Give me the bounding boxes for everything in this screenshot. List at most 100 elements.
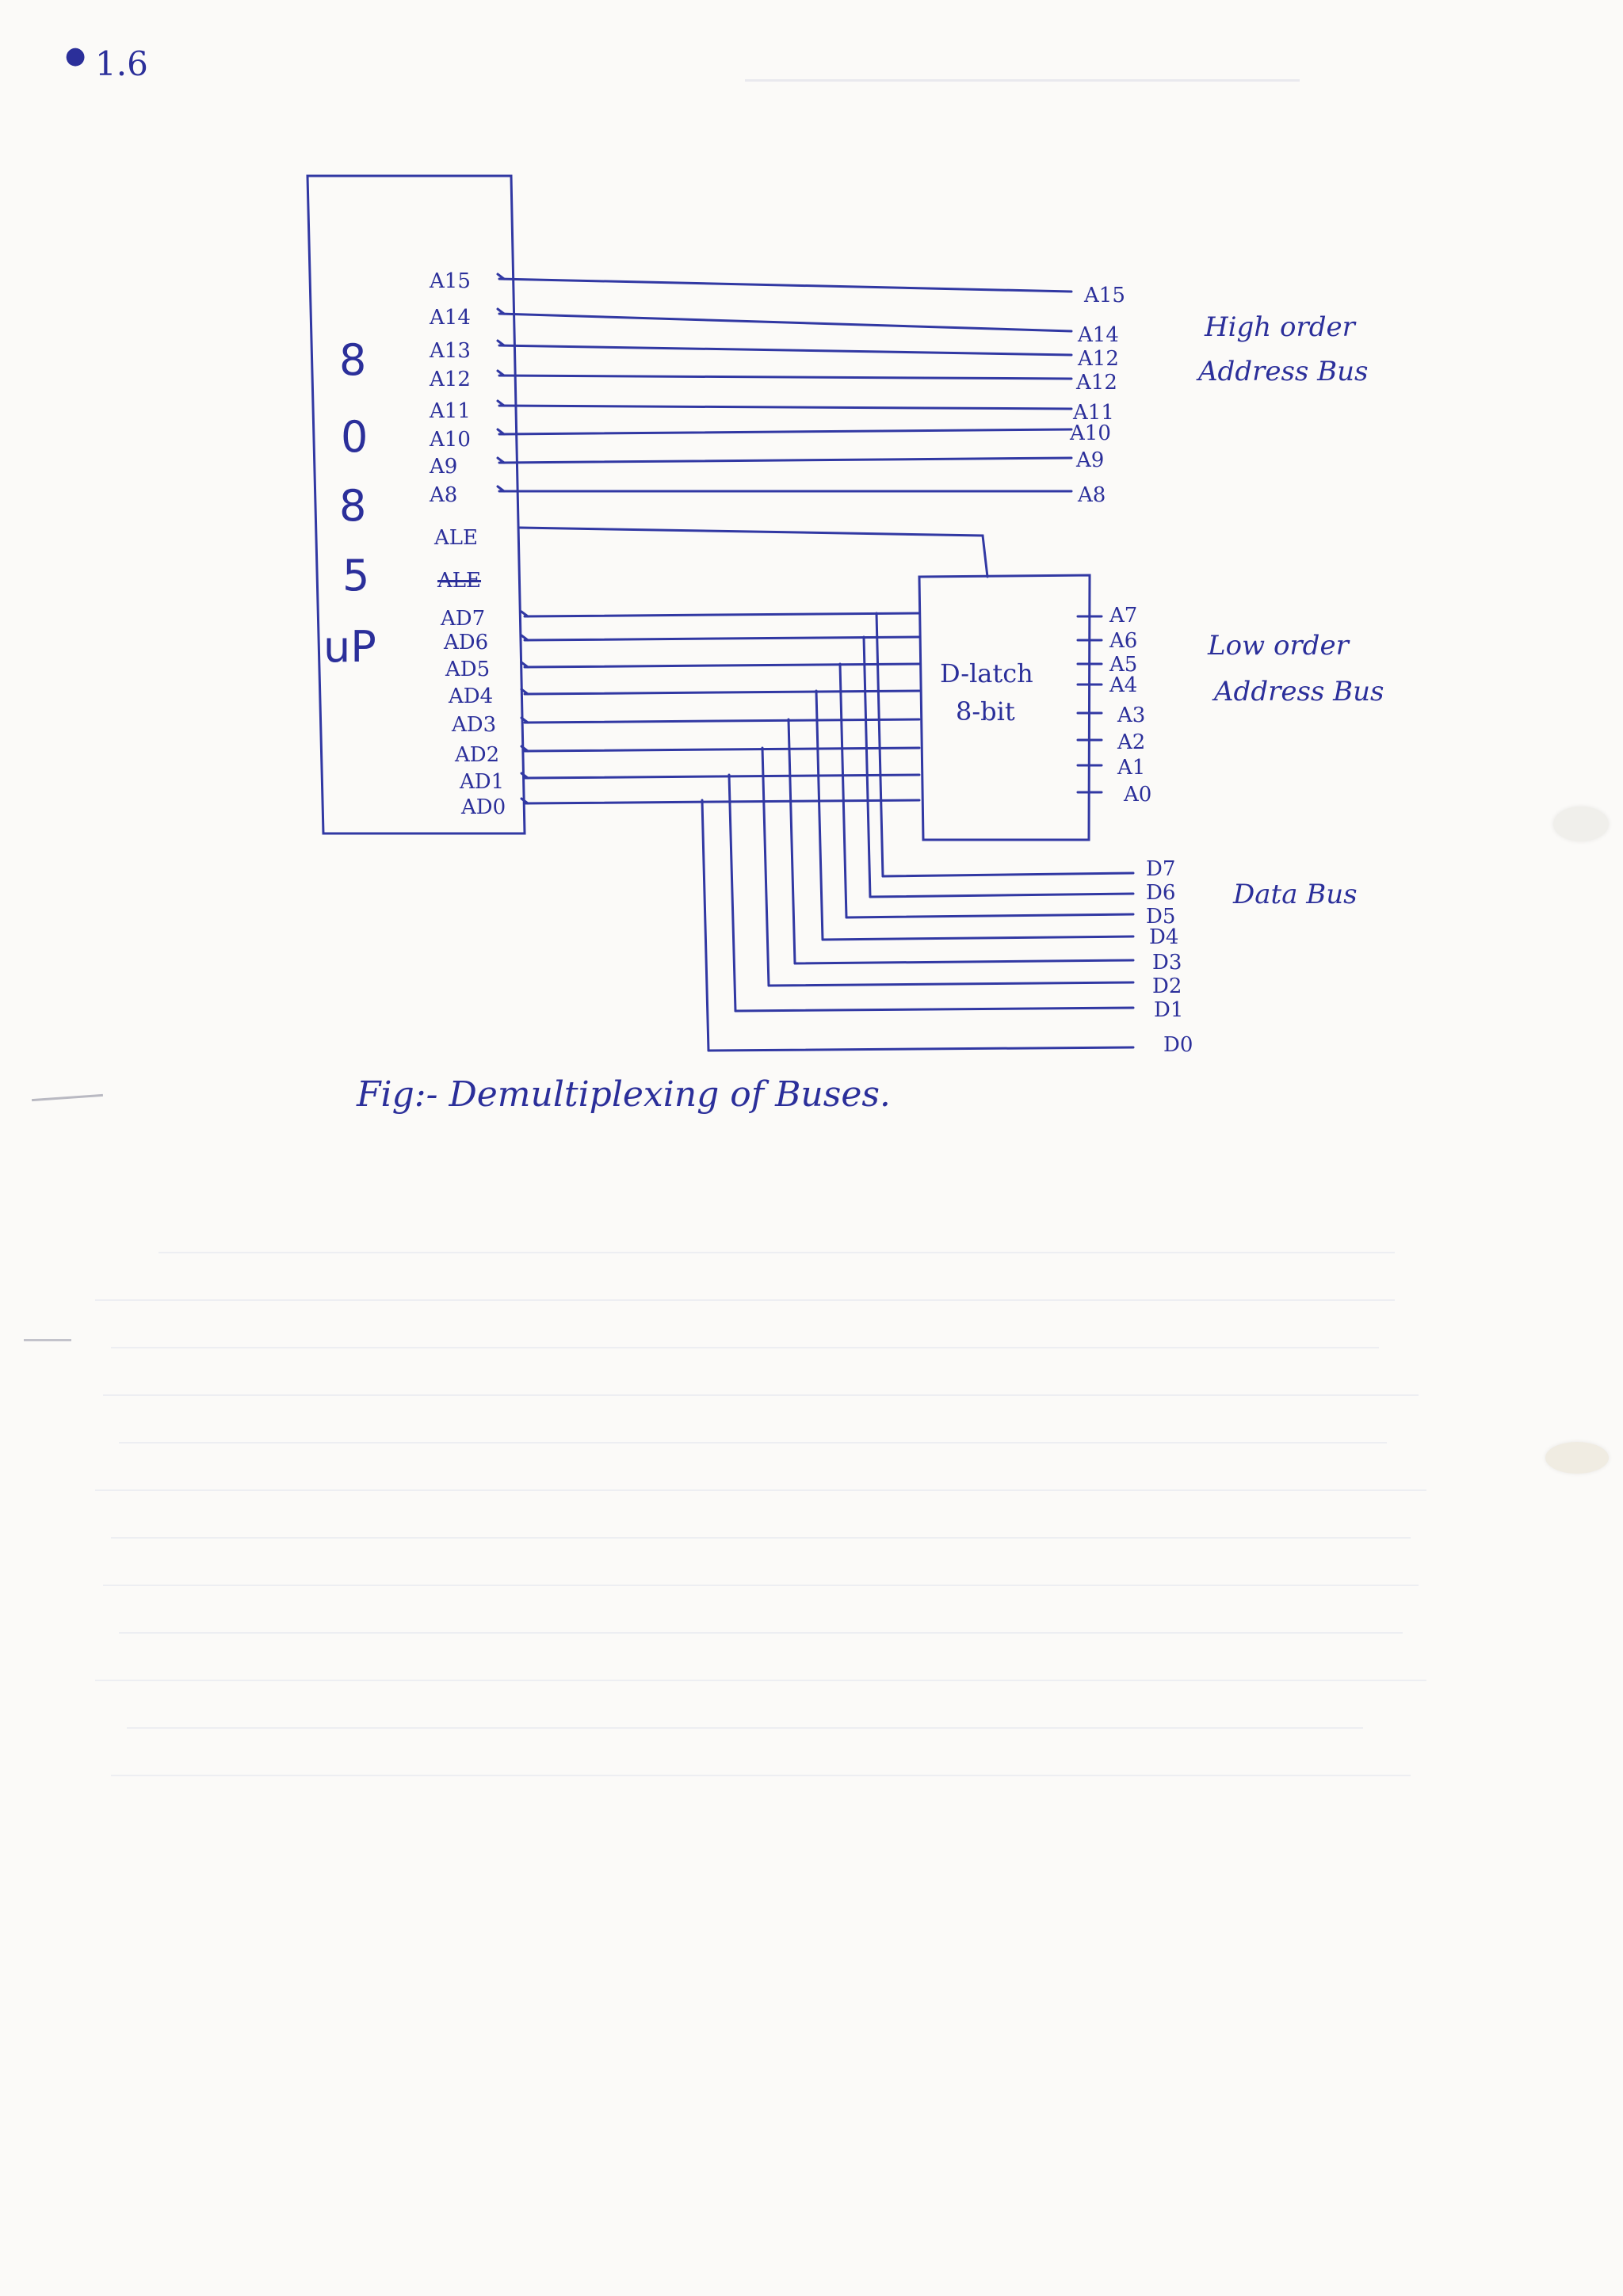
page-ref: ● 1.6: [65, 44, 148, 81]
cpu-label-0: 0: [341, 412, 369, 462]
data-bus-label: Data Bus: [1233, 879, 1358, 910]
data-bus-drop: [875, 612, 884, 878]
data-bus-run: [707, 1046, 1135, 1052]
pin-ad1: AD1: [460, 770, 505, 794]
pin-a8: A8: [430, 483, 458, 507]
cpu-outline: [306, 174, 526, 835]
d-out-d7: D7: [1146, 857, 1176, 881]
ad-tick: [520, 661, 529, 669]
high-address-line: [498, 456, 1073, 464]
lo-out-a5: A5: [1109, 653, 1138, 677]
high-order-label-line1: High order: [1205, 311, 1355, 343]
high-address-line: [498, 374, 1073, 380]
pin-ad6: AD6: [444, 631, 489, 654]
d-out-d3: D3: [1152, 951, 1182, 974]
ad-tick: [520, 797, 529, 805]
d-out-d6: D6: [1146, 881, 1176, 905]
hole-punch-mark-lower: [1545, 1442, 1609, 1474]
hi-out-a10: A10: [1070, 421, 1111, 445]
ad-wire: [523, 746, 921, 753]
bullet-dot: ●: [65, 42, 86, 70]
latch-label-line1: D-latch: [940, 658, 1033, 688]
ad-wire: [523, 799, 921, 805]
high-address-line: [498, 277, 1073, 293]
lo-out-a4: A4: [1109, 673, 1138, 697]
high-address-tick: [496, 399, 506, 407]
data-bus-drop: [701, 799, 710, 1052]
pin-a11: A11: [430, 399, 471, 423]
high-address-tick: [496, 428, 506, 436]
high-address-line: [498, 404, 1073, 410]
lo-out-a6: A6: [1109, 629, 1138, 653]
high-address-tick: [496, 339, 506, 347]
latch-label-line2: 8-bit: [956, 696, 1015, 727]
ad-wire: [523, 773, 921, 780]
pin-a9: A9: [430, 455, 458, 479]
low-order-label-line2: Address Bus: [1214, 676, 1384, 707]
hi-out-a12: A12: [1076, 371, 1117, 395]
lo-out-a2: A2: [1117, 730, 1146, 754]
high-address-tick: [496, 485, 506, 493]
data-bus-run: [734, 1006, 1135, 1013]
lo-out-a0: A0: [1124, 783, 1152, 807]
ale-line: [518, 526, 989, 578]
latch-output-lines: [1076, 615, 1103, 794]
margin-tick-left-lower: [24, 1339, 71, 1341]
pin-ad0: AD0: [461, 795, 506, 819]
ad-wire: [523, 635, 921, 642]
pin-ad5: AD5: [445, 658, 491, 681]
hi-out-a13: A12: [1078, 347, 1119, 371]
high-address-line: [498, 428, 1073, 436]
data-bus-drop: [838, 662, 848, 919]
pin-a13: A13: [430, 339, 471, 363]
high-address-tick: [496, 369, 506, 377]
high-order-label-line2: Address Bus: [1198, 356, 1369, 387]
pin-a14: A14: [430, 306, 471, 330]
data-bus-run: [821, 935, 1135, 941]
high-address-tick: [496, 273, 506, 280]
cpu-label-up: uP: [323, 622, 376, 672]
ad-tick: [520, 610, 529, 618]
data-bus-run: [845, 913, 1135, 919]
pin-a12: A12: [430, 368, 471, 391]
ad-tick: [520, 634, 529, 642]
pin-ad3: AD3: [452, 713, 497, 737]
hi-out-a11: A11: [1073, 401, 1114, 425]
d-out-d1: D1: [1154, 998, 1184, 1022]
figure-caption: Fig:- Demultiplexing of Buses.: [357, 1074, 891, 1115]
ad-wire: [523, 662, 921, 669]
data-bus-run: [869, 892, 1135, 898]
data-bus-run: [767, 981, 1135, 987]
d-out-d5: D5: [1146, 905, 1176, 929]
ad-tick: [520, 688, 529, 696]
hi-out-a8: A8: [1078, 483, 1106, 507]
data-bus-run: [793, 959, 1135, 965]
data-bus-drop: [787, 718, 796, 965]
high-address-line: [498, 344, 1073, 357]
pin-ale: ALE: [434, 526, 479, 550]
hi-out-a14: A14: [1078, 323, 1119, 347]
low-order-label-line1: Low order: [1208, 630, 1349, 662]
high-address-tick: [496, 307, 506, 315]
d-out-d2: D2: [1152, 974, 1182, 998]
page-number: 1.6: [95, 44, 148, 83]
cpu-label-8b: 8: [339, 481, 367, 531]
pin-ad2: AD2: [455, 743, 500, 767]
hi-out-a15: A15: [1084, 284, 1125, 307]
pin-ad7: AD7: [441, 607, 486, 631]
lo-out-a3: A3: [1117, 704, 1146, 727]
data-bus-lines: [701, 612, 1135, 1052]
d-out-d4: D4: [1149, 925, 1179, 949]
hole-punch-mark-upper: [1553, 807, 1609, 841]
data-bus-drop: [727, 773, 737, 1013]
high-address-tick: [496, 456, 506, 464]
ad-tick: [520, 772, 529, 780]
ad-wire: [523, 689, 921, 696]
ad-tick: [520, 745, 529, 753]
pin-a10: A10: [430, 428, 471, 452]
data-bus-drop: [815, 689, 824, 941]
cpu-label-5: 5: [342, 551, 370, 601]
hi-out-a9: A9: [1076, 448, 1105, 472]
